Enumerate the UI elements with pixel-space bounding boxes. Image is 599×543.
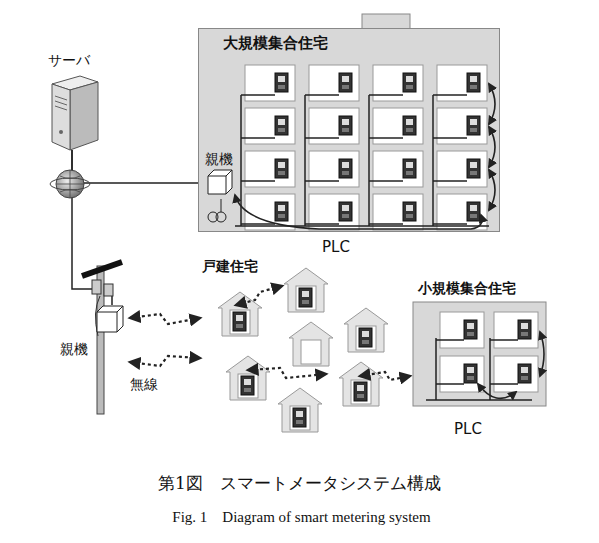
concentrator: 親機	[203, 151, 239, 197]
meter-icon	[275, 73, 288, 92]
plc-label: PLC	[320, 238, 352, 256]
meter-icon	[299, 288, 312, 307]
node-label: 親機	[60, 341, 88, 358]
server-icon	[40, 74, 106, 154]
meter-icon	[233, 312, 246, 331]
meter-icon	[467, 159, 480, 178]
meter-icon	[241, 376, 254, 395]
wireless-links	[130, 286, 410, 380]
small-building-body	[412, 280, 548, 410]
meter-icon	[293, 408, 306, 427]
node-label: 小規模集合住宅	[418, 280, 516, 297]
meter-icon	[339, 202, 352, 221]
concentrator-cube	[207, 169, 233, 195]
large-apartment-building: 大規模集合住宅親機	[198, 28, 500, 232]
wireless-label: 無線	[128, 376, 160, 394]
meter-icon	[359, 328, 372, 347]
meter-icon	[467, 73, 480, 92]
meter-icon	[339, 159, 352, 178]
meter-icon	[403, 116, 416, 135]
meter-icon	[403, 73, 416, 92]
meter-icon	[403, 202, 416, 221]
small-apartment-building: 小規模集合住宅	[412, 280, 549, 410]
meter-icon	[403, 159, 416, 178]
meter-icon	[275, 159, 288, 178]
concentrator-cube	[96, 305, 124, 333]
globe-icon	[50, 170, 90, 198]
meter-icon	[354, 382, 367, 401]
meter-icon	[339, 116, 352, 135]
detached-houses	[218, 268, 388, 432]
concentrator-box	[96, 305, 124, 333]
meter-icon	[518, 364, 531, 383]
plc-label: PLC	[452, 420, 484, 438]
utility-pole	[82, 262, 122, 414]
meter-icon	[275, 116, 288, 135]
meter-icon	[464, 364, 477, 383]
meter-icon	[275, 202, 288, 221]
network-line	[72, 150, 203, 183]
meter-icon	[518, 320, 531, 339]
pole-concentrator: 親機	[60, 305, 126, 363]
node-label: 大規模集合住宅	[223, 34, 328, 52]
meter-icon	[467, 202, 480, 221]
meter-icon	[339, 73, 352, 92]
meter-icon	[464, 320, 477, 339]
node-label: サーバ	[48, 52, 90, 69]
house-label: 戸建住宅	[200, 258, 260, 276]
concentrator-box	[207, 169, 233, 195]
node-label: 親機	[205, 151, 233, 168]
meter-icon	[467, 116, 480, 135]
building-interior	[199, 29, 499, 231]
figure-caption: 第1図 スマートメータシステム構成	[0, 472, 599, 495]
server: サーバ	[40, 52, 106, 154]
caption-english: Fig. 1 Diagram of smart metering system	[0, 508, 599, 527]
